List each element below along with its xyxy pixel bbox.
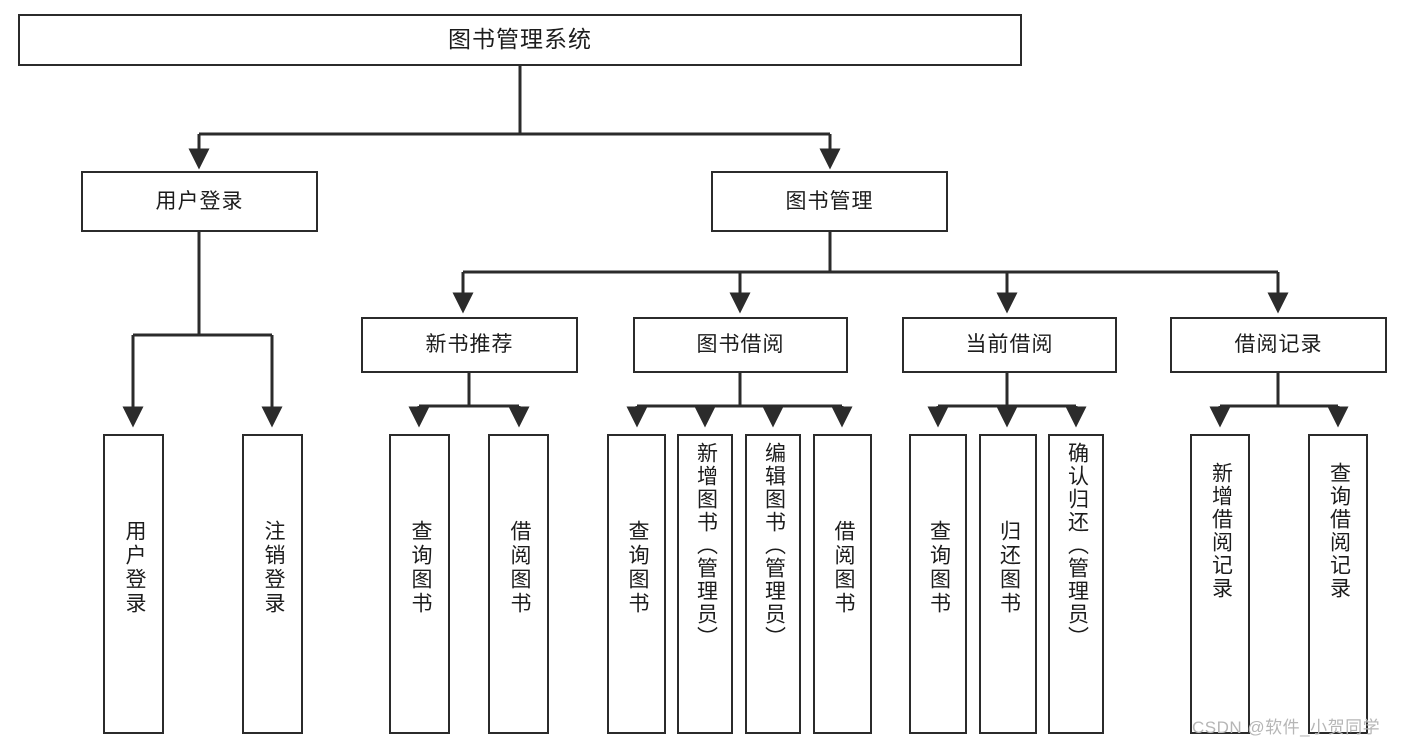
node-label: 编辑图书（管理员）: [762, 442, 786, 649]
node-label: 查询图书: [625, 520, 649, 616]
leaf-borrow-book-recommend[interactable]: 借阅图书: [488, 434, 549, 734]
leaf-query-book-current[interactable]: 查询图书: [909, 434, 967, 734]
leaf-query-book-recommend[interactable]: 查询图书: [389, 434, 450, 734]
node-label: 图书管理系统: [448, 26, 592, 53]
leaf-edit-book-admin[interactable]: 编辑图书（管理员）: [745, 434, 801, 734]
node-user-login[interactable]: 用户登录: [81, 171, 318, 232]
node-label: 查询借阅记录: [1327, 462, 1351, 600]
node-label: 借阅记录: [1234, 333, 1323, 357]
leaf-logout-login[interactable]: 注销登录: [242, 434, 303, 734]
node-label: 新书推荐: [425, 333, 514, 357]
node-book-borrow[interactable]: 图书借阅: [633, 317, 848, 373]
leaf-query-book-borrow[interactable]: 查询图书: [607, 434, 666, 734]
leaf-confirm-return-admin[interactable]: 确认归还（管理员）: [1048, 434, 1104, 734]
node-label: 新增图书（管理员）: [694, 442, 718, 649]
node-label: 归还图书: [997, 520, 1021, 616]
leaf-query-borrow-record[interactable]: 查询借阅记录: [1308, 434, 1368, 734]
leaf-add-borrow-record[interactable]: 新增借阅记录: [1190, 434, 1250, 734]
node-new-book-recommend[interactable]: 新书推荐: [361, 317, 578, 373]
node-current-borrow[interactable]: 当前借阅: [902, 317, 1117, 373]
node-label: 借阅图书: [507, 520, 531, 616]
node-label: 查询图书: [927, 520, 951, 616]
leaf-user-login[interactable]: 用户登录: [103, 434, 164, 734]
watermark: CSDN @软件_小贺同学: [1192, 718, 1381, 737]
node-label: 用户登录: [122, 520, 146, 616]
node-book-management[interactable]: 图书管理: [711, 171, 948, 232]
node-label: 用户登录: [155, 189, 244, 213]
node-label: 当前借阅: [965, 333, 1054, 357]
node-label: 图书管理: [785, 189, 874, 213]
node-label: 新增借阅记录: [1209, 462, 1233, 600]
node-label: 确认归还（管理员）: [1065, 442, 1089, 649]
leaf-borrow-book[interactable]: 借阅图书: [813, 434, 872, 734]
node-borrow-record[interactable]: 借阅记录: [1170, 317, 1387, 373]
node-label: 注销登录: [261, 520, 285, 616]
leaf-add-book-admin[interactable]: 新增图书（管理员）: [677, 434, 733, 734]
leaf-return-book[interactable]: 归还图书: [979, 434, 1037, 734]
node-book-management-system[interactable]: 图书管理系统: [18, 14, 1022, 66]
node-label: 图书借阅: [696, 333, 785, 357]
node-label: 查询图书: [408, 520, 432, 616]
node-label: 借阅图书: [831, 520, 855, 616]
